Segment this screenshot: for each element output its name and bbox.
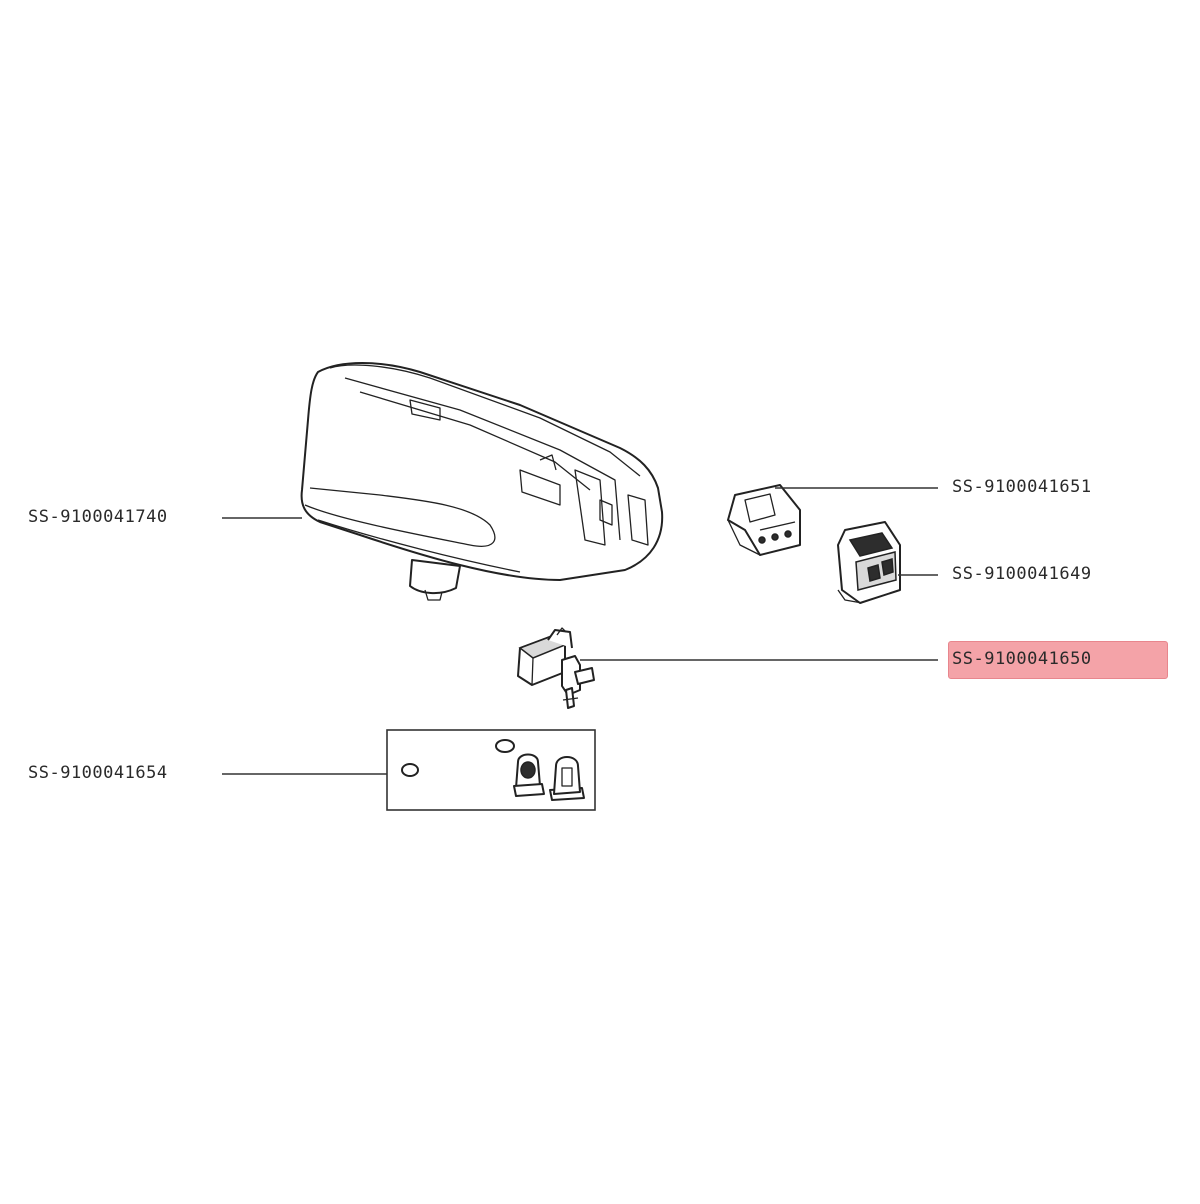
pump-part[interactable]	[517, 627, 595, 709]
part-label-base[interactable]: SS-9100041740	[28, 507, 168, 527]
part-label-highlight	[948, 641, 1168, 679]
base-housing-part[interactable]	[300, 362, 664, 601]
part-label-pcb[interactable]: SS-9100041651	[952, 477, 1092, 497]
leader-lines	[222, 487, 938, 775]
switch-part[interactable]	[837, 521, 901, 604]
part-label-switch[interactable]: SS-9100041649	[952, 564, 1092, 584]
part-label-hose-kit[interactable]: SS-9100041654	[28, 763, 168, 783]
part-label-pump[interactable]: SS-9100041650	[952, 649, 1092, 669]
hose-kit-part[interactable]	[386, 729, 596, 811]
pcb-part[interactable]	[727, 484, 801, 556]
